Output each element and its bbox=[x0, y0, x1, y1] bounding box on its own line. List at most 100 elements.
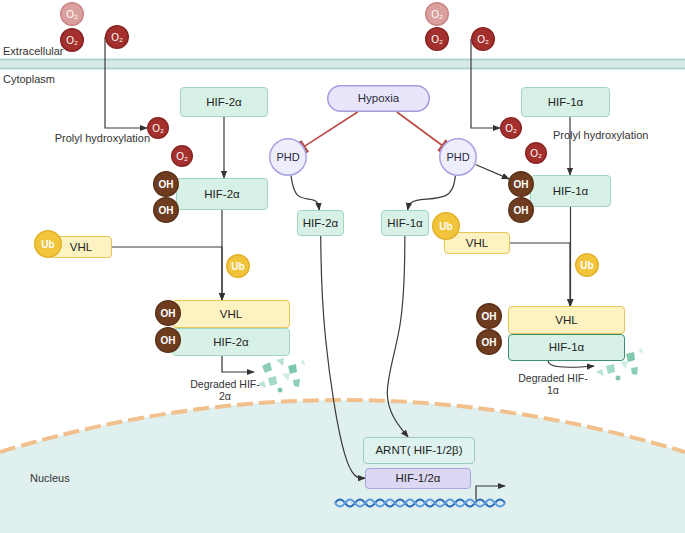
pill-shape bbox=[328, 86, 430, 112]
vhl-box: VHL bbox=[172, 300, 290, 328]
hif-protein-box: HIF-1α bbox=[381, 210, 429, 236]
dna-strand bbox=[335, 500, 505, 507]
cell-membrane bbox=[0, 59, 685, 69]
hydroxyl-group: OH bbox=[476, 329, 502, 355]
process-arrow bbox=[471, 39, 500, 128]
circle-shape bbox=[426, 3, 449, 26]
circle-shape bbox=[576, 254, 599, 277]
node-text: VHL bbox=[466, 237, 488, 250]
inhibition-line bbox=[304, 112, 358, 147]
process-label: Prolyl hydroxylation bbox=[553, 129, 673, 142]
process-arrow bbox=[570, 207, 571, 306]
process-arrow bbox=[112, 247, 222, 300]
node-text: Ub bbox=[231, 261, 244, 272]
node-text: HIF-2α bbox=[206, 96, 241, 109]
hif-alpha-box: HIF-1/2α bbox=[365, 468, 471, 489]
node-text: HIF-2α bbox=[204, 188, 239, 201]
arnt-box: ARNT( HIF-1/2β) bbox=[363, 437, 475, 464]
hydroxyl-group: OH bbox=[155, 327, 181, 353]
node-text: VHL bbox=[555, 314, 577, 327]
hif-protein-box: HIF-2α bbox=[180, 87, 268, 117]
oxygen-molecule: O₂ bbox=[60, 28, 84, 52]
circle-shape bbox=[440, 139, 477, 176]
node-text: O₂ bbox=[152, 123, 164, 134]
node-text: PHD bbox=[276, 151, 299, 163]
transcription-arrow bbox=[476, 486, 505, 500]
node-text: O₂ bbox=[505, 123, 517, 134]
process-arrow bbox=[105, 37, 147, 128]
node-text: O₂ bbox=[477, 34, 489, 45]
hydroxyl-group: OH bbox=[155, 300, 181, 326]
node-text: O₂ bbox=[66, 35, 78, 46]
hif-protein-box: HIF-1α bbox=[508, 334, 625, 361]
hydroxyl-group: OH bbox=[508, 171, 534, 197]
region-label: Cytoplasm bbox=[3, 73, 103, 86]
ubiquitin-tag: Ub bbox=[226, 254, 250, 278]
hif-protein-box: HIF-2α bbox=[297, 210, 344, 236]
oxygen-molecule: O₂ bbox=[147, 117, 169, 139]
node-text: HIF-1α bbox=[553, 185, 588, 198]
node-text: PHD bbox=[446, 151, 469, 163]
node-text: VHL bbox=[70, 241, 92, 254]
hif-protein-box: HIF-2α bbox=[172, 328, 290, 356]
nucleus-region bbox=[0, 400, 685, 533]
node-text: HIF-1α bbox=[387, 217, 422, 230]
inhibition-line bbox=[397, 112, 443, 146]
hypoxia-pill: Hypoxia bbox=[327, 85, 430, 112]
node-text: OH bbox=[482, 311, 497, 322]
oxygen-molecule: O₂ bbox=[60, 2, 84, 26]
hydroxyl-group: OH bbox=[508, 197, 534, 223]
degradation-label: Degraded HIF-2α bbox=[190, 378, 260, 402]
phd-enzyme: PHD bbox=[269, 138, 307, 176]
process-arrow bbox=[321, 236, 365, 478]
circle-shape bbox=[426, 28, 449, 51]
hydroxyl-group: OH bbox=[153, 197, 179, 223]
circle-shape bbox=[154, 198, 179, 223]
circle-shape bbox=[477, 330, 502, 355]
hif-protein-box: HIF-2α bbox=[176, 178, 268, 210]
degradation-arrow bbox=[548, 361, 594, 367]
circle-shape bbox=[501, 118, 522, 139]
dna-strand bbox=[335, 500, 505, 507]
node-text: Ub bbox=[580, 260, 593, 271]
nuclear-envelope bbox=[0, 400, 685, 452]
oxygen-molecule: O₂ bbox=[105, 25, 129, 49]
circle-shape bbox=[35, 231, 62, 258]
hydroxyl-group: OH bbox=[153, 171, 179, 197]
circle-shape bbox=[172, 146, 193, 167]
circle-shape bbox=[61, 3, 84, 26]
circle-shape bbox=[156, 328, 181, 353]
process-arrow bbox=[408, 176, 456, 210]
node-text: OH bbox=[159, 179, 174, 190]
process-arrow bbox=[475, 164, 509, 178]
process-arrow bbox=[223, 117, 224, 178]
degradation-arrow bbox=[222, 356, 254, 372]
process-arrow bbox=[569, 117, 570, 175]
circle-shape bbox=[477, 304, 502, 329]
node-text: HIF-1α bbox=[548, 96, 583, 109]
hif-protein-box: HIF-1α bbox=[530, 175, 611, 207]
node-text: OH bbox=[482, 337, 497, 348]
membrane-line bbox=[0, 68, 685, 70]
circle-shape bbox=[106, 26, 129, 49]
circle-shape bbox=[433, 213, 460, 240]
node-text: O₂ bbox=[176, 151, 188, 162]
region-label: Nucleus bbox=[30, 472, 130, 485]
ubiquitin-tag: Ub bbox=[34, 230, 62, 258]
process-arrow bbox=[221, 210, 222, 300]
circle-shape bbox=[227, 255, 250, 278]
circle-shape bbox=[526, 143, 547, 164]
node-text: Ub bbox=[41, 239, 54, 250]
phd-enzyme: PHD bbox=[439, 138, 477, 176]
oxygen-molecule: O₂ bbox=[171, 145, 193, 167]
node-text: HIF-2α bbox=[303, 217, 338, 230]
node-text: O₂ bbox=[530, 148, 542, 159]
circle-shape bbox=[61, 29, 84, 52]
dna-rungs bbox=[335, 503, 505, 504]
oxygen-molecule: O₂ bbox=[425, 2, 449, 26]
node-text: OH bbox=[161, 308, 176, 319]
circle-shape bbox=[472, 28, 495, 51]
oxygen-molecule: O₂ bbox=[471, 27, 495, 51]
node-text: HIF-2α bbox=[213, 336, 248, 349]
